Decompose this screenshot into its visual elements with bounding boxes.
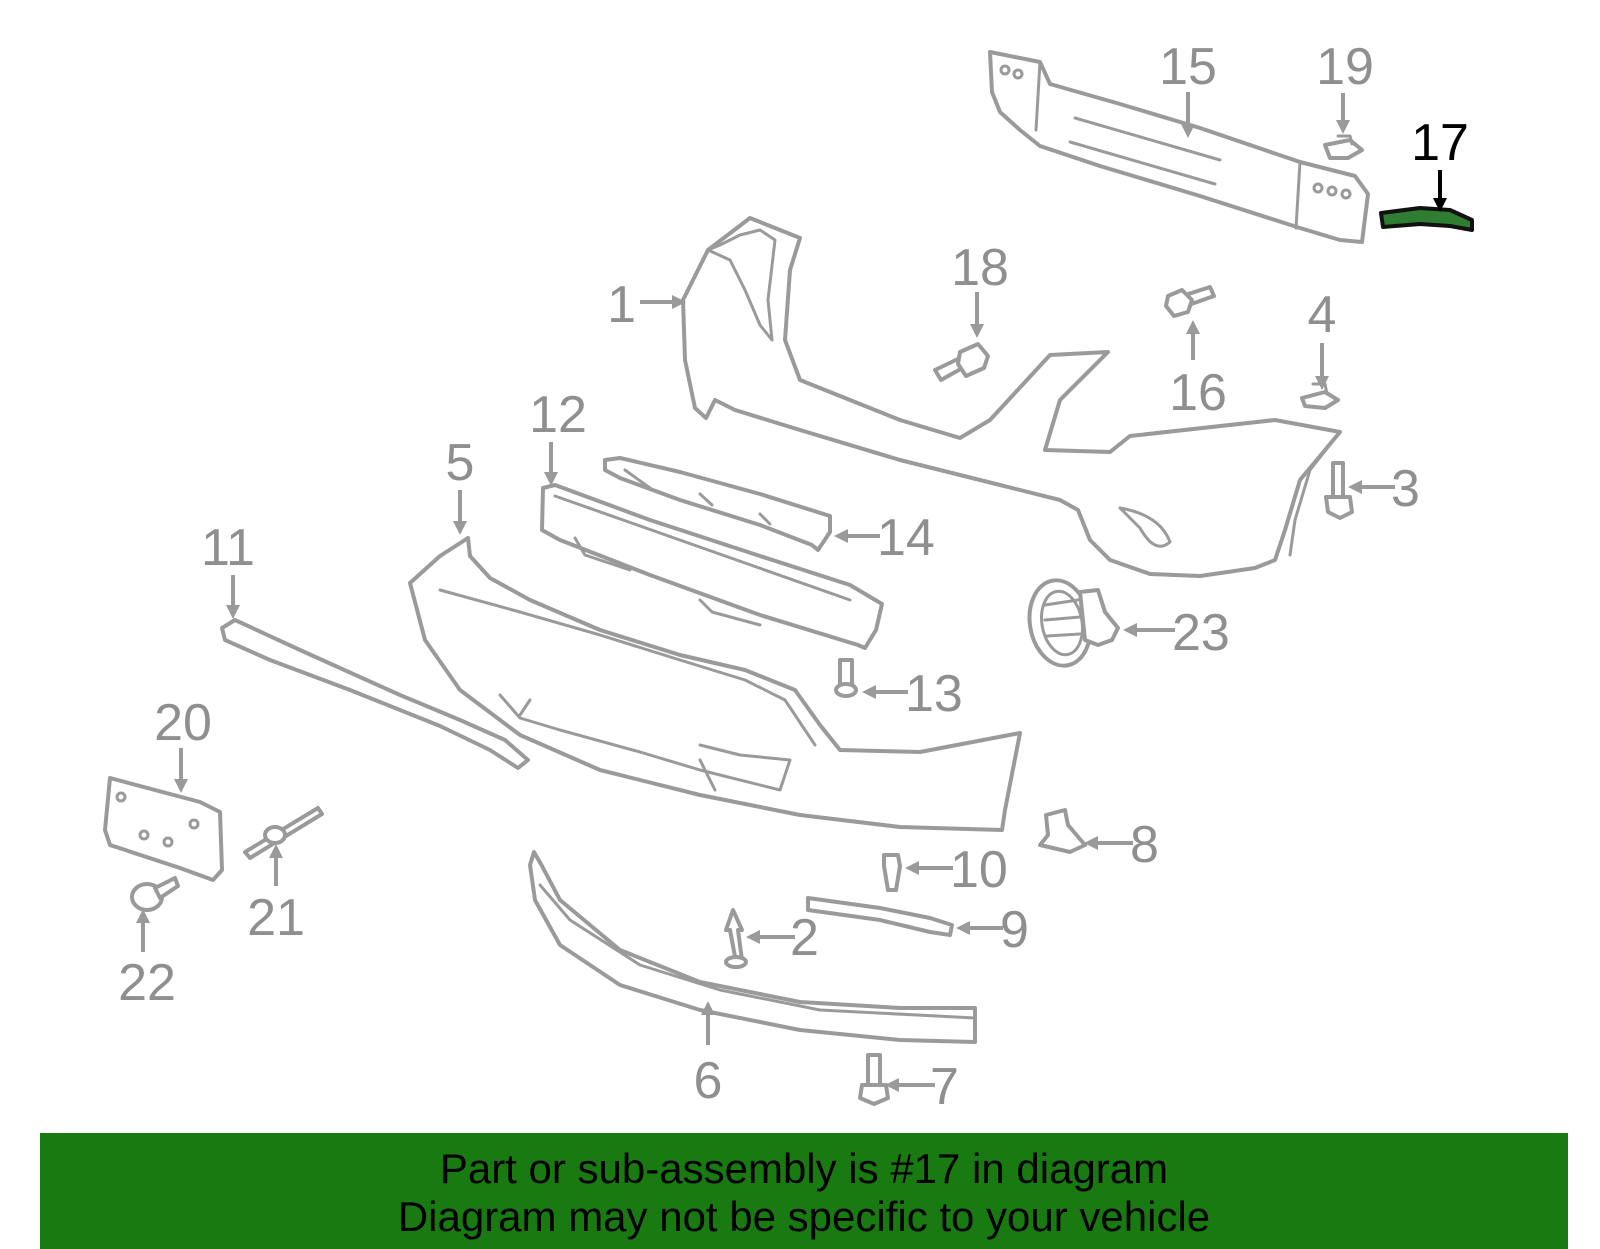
- part-15-impact-bar: [988, 50, 1370, 244]
- callout-18: 18: [951, 239, 1009, 297]
- arrow-23: [1123, 623, 1175, 637]
- part-19-clip: [1323, 134, 1364, 160]
- part-11-molding: [220, 618, 530, 770]
- arrow-3: [1348, 480, 1395, 494]
- arrow-6: [701, 1001, 715, 1045]
- callout-4: 4: [1308, 286, 1337, 344]
- arrow-2: [746, 930, 795, 944]
- arrow-10: [905, 861, 953, 875]
- arrow-19: [1336, 93, 1350, 134]
- arrow-11: [226, 575, 240, 619]
- callout-10: 10: [950, 841, 1008, 899]
- part-22-screw: [130, 876, 180, 912]
- callout-19: 19: [1316, 38, 1374, 96]
- arrow-5: [453, 490, 467, 535]
- callout-8: 8: [1130, 816, 1159, 874]
- callout-21: 21: [247, 889, 305, 947]
- part-14-absorber: [603, 456, 832, 552]
- part-10-clip: [882, 853, 902, 892]
- arrow-14: [834, 529, 880, 543]
- arrow-13: [862, 685, 908, 699]
- callout-23: 23: [1172, 604, 1230, 662]
- callout-12: 12: [529, 386, 587, 444]
- part-16-bolt: [1164, 285, 1216, 318]
- part-12-absorber: [540, 483, 884, 650]
- callout-5: 5: [446, 434, 475, 492]
- callout-22: 22: [118, 954, 176, 1012]
- arrow-8: [1084, 836, 1133, 850]
- part-1-bumper-cover: [681, 216, 1342, 578]
- part-4-clip: [1300, 382, 1340, 410]
- info-banner: Part or sub-assembly is #17 in diagram D…: [40, 1133, 1568, 1249]
- part-2-push-pin: [724, 908, 748, 969]
- callout-20: 20: [154, 694, 212, 752]
- part-20-license-bracket: [103, 776, 224, 882]
- arrow-12: [544, 442, 558, 486]
- callout-6: 6: [694, 1052, 723, 1110]
- arrow-16: [1186, 320, 1200, 360]
- callout-2: 2: [790, 909, 819, 967]
- arrow-4: [1315, 343, 1329, 390]
- arrow-18: [970, 292, 984, 338]
- arrow-1: [640, 295, 686, 309]
- arrow-17: [1433, 170, 1447, 212]
- part-17-energy-absorber: [1379, 206, 1474, 232]
- part-23-fog-lamp: [1027, 578, 1120, 668]
- callout-9: 9: [1000, 901, 1029, 959]
- part-8-clip: [1038, 808, 1087, 854]
- callout-15: 15: [1159, 38, 1217, 96]
- callout-7: 7: [930, 1058, 959, 1116]
- banner-line-disclaimer: Diagram may not be specific to your vehi…: [397, 1193, 1211, 1240]
- arrow-7: [885, 1078, 935, 1092]
- arrow-22: [136, 909, 150, 952]
- arrow-9: [956, 921, 1003, 935]
- part-5-bumper-lower: [408, 536, 1022, 832]
- callout-13: 13: [905, 665, 963, 723]
- callout-14: 14: [877, 509, 935, 567]
- part-9-strip: [806, 896, 954, 937]
- callout-11: 11: [201, 519, 255, 577]
- part-18-bolt: [933, 342, 990, 382]
- callout-1: 1: [607, 276, 636, 334]
- arrow-21: [269, 844, 283, 886]
- part-13-clip: [834, 658, 858, 698]
- callout-3: 3: [1391, 460, 1420, 518]
- part-7-bolt: [858, 1053, 890, 1106]
- part-21-screw: [243, 806, 324, 860]
- callout-17: 17: [1411, 114, 1469, 172]
- part-3-bolt: [1324, 461, 1354, 520]
- arrow-15: [1181, 92, 1195, 138]
- arrow-20: [174, 748, 188, 793]
- callout-16: 16: [1169, 364, 1227, 422]
- part-6-valance: [528, 850, 977, 1044]
- banner-line-part: Part or sub-assembly is #17 in diagram: [439, 1145, 1169, 1192]
